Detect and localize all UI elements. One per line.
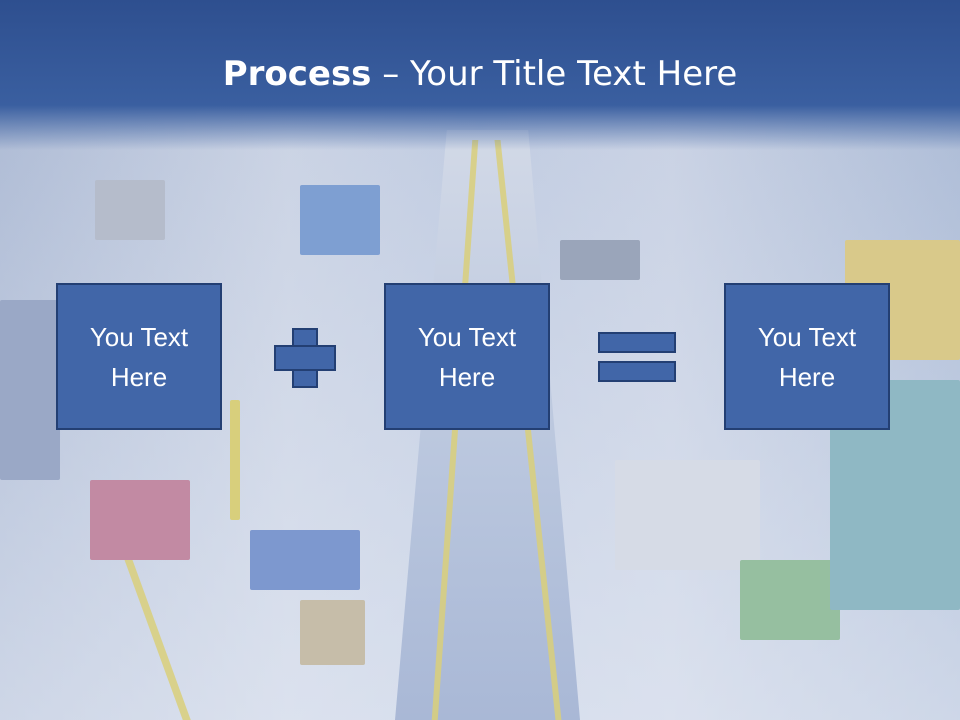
slide-title[interactable]: Process – Your Title Text Here <box>0 52 960 96</box>
machine <box>250 530 360 590</box>
pallet <box>560 240 640 280</box>
crane-arm <box>230 400 240 520</box>
title-strong: Process <box>222 54 372 94</box>
process-box-3-label: You Text Here <box>757 321 857 392</box>
machine <box>0 300 60 480</box>
machine <box>300 185 380 255</box>
process-box-1-label: You Text Here <box>89 321 189 392</box>
pallet <box>300 600 365 665</box>
machine <box>740 560 840 640</box>
equals-top-bar <box>598 332 676 353</box>
equals-bottom-bar <box>598 361 676 382</box>
machine <box>95 180 165 240</box>
title-rest: – Your Title Text Here <box>371 54 738 94</box>
process-box-1[interactable]: You Text Here <box>56 283 222 430</box>
title-bar <box>0 0 960 150</box>
machine <box>615 460 760 570</box>
bin <box>90 480 190 560</box>
floor-stripe <box>117 540 191 720</box>
process-box-3[interactable]: You Text Here <box>724 283 890 430</box>
plus-horizontal-bar <box>274 345 336 371</box>
process-box-2[interactable]: You Text Here <box>384 283 550 430</box>
process-box-2-label: You Text Here <box>417 321 517 392</box>
